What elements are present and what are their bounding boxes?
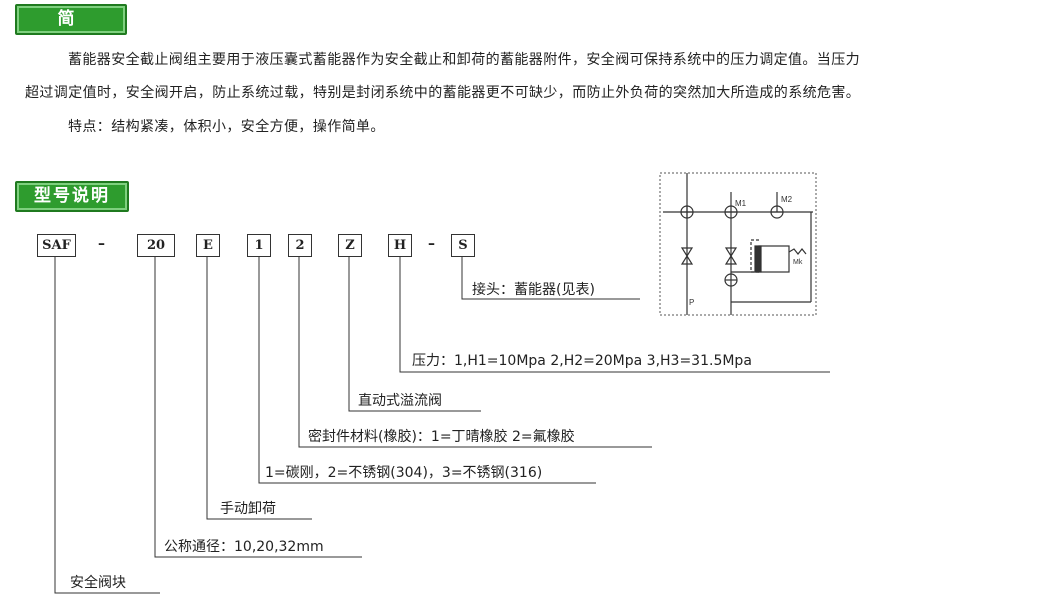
desc-diameter: 公称通径：10,20,32mm xyxy=(164,539,324,555)
desc-material: 1=碳刚，2=不锈钢(304)，3=不锈钢(316) xyxy=(265,465,543,481)
intro-line-2: 超过调定值时，安全阀开启，防止系统过载，特别是封闭系统中的蓄能器更不可缺少，而防… xyxy=(25,85,861,101)
code-material: 1 xyxy=(247,234,271,257)
desc-connector: 接头：蓄能器(见表) xyxy=(472,282,595,298)
label-mk: Mk xyxy=(793,259,803,266)
code-h: H xyxy=(388,234,412,257)
desc-seal: 密封件材料(橡胶)：1=丁晴橡胶 2=氟橡胶 xyxy=(308,429,575,445)
model-heading: 型号说明 xyxy=(15,181,129,212)
label-m1: M1 xyxy=(735,199,747,208)
code-s: S xyxy=(451,234,475,257)
code-size: 20 xyxy=(137,234,175,257)
intro-line-1: 蓄能器安全截止阀组主要用于液压囊式蓄能器作为安全截止和卸荷的蓄能器附件，安全阀可… xyxy=(68,52,860,68)
code-dash-2: – xyxy=(428,236,435,252)
code-seal: 2 xyxy=(288,234,312,257)
code-dash: – xyxy=(98,236,105,252)
desc-unload: 手动卸荷 xyxy=(220,501,276,517)
label-p: P xyxy=(689,298,694,307)
code-saf: SAF xyxy=(37,234,76,257)
hydraulic-schematic: M1 M2 P Mk xyxy=(659,172,817,316)
desc-pressure: 压力：1,H1=10Mpa 2,H2=20Mpa 3,H3=31.5Mpa xyxy=(412,353,752,369)
label-m2: M2 xyxy=(781,195,793,204)
desc-relief: 直动式溢流阀 xyxy=(358,393,442,409)
desc-block: 安全阀块 xyxy=(70,575,126,591)
intro-features: 特点：结构紧凑，体积小，安全方便，操作简单。 xyxy=(68,119,385,135)
code-e: E xyxy=(196,234,220,257)
intro-heading: 简 介 xyxy=(15,4,127,56)
code-z: Z xyxy=(338,234,362,257)
